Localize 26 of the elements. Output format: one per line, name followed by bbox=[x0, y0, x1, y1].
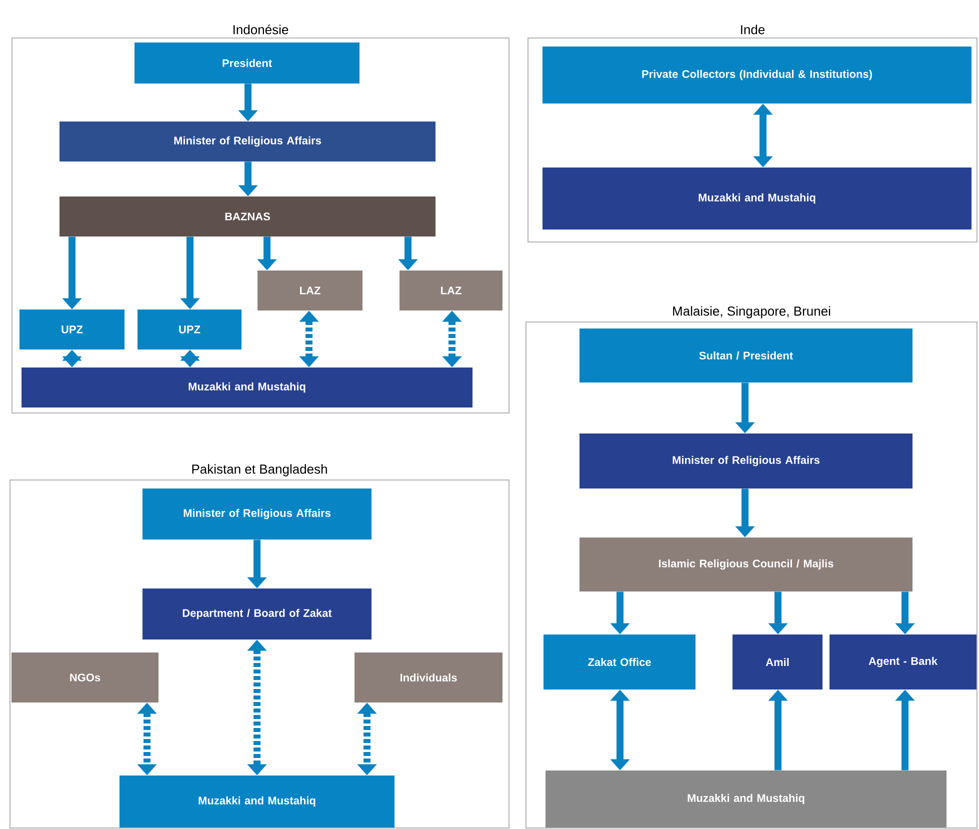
org-box: Muzakki and Mustahiq bbox=[546, 770, 946, 828]
org-box: Muzakki and Mustahiq bbox=[542, 168, 972, 230]
org-box: Muzakki and Mustahiq bbox=[120, 776, 394, 828]
node-label: Malaisie, Singapore, Brunei bbox=[673, 306, 830, 318]
org-box: Private Collectors (Individual & Institutions) bbox=[542, 46, 972, 104]
org-box: Muzakki and Mustahiq bbox=[22, 368, 472, 408]
org-box: Agent - Bank bbox=[830, 634, 976, 690]
org-box: Sultan / President bbox=[580, 328, 912, 382]
org-box: Individuals bbox=[354, 652, 502, 702]
node-label: Pakistan et Bangladesh bbox=[192, 464, 327, 476]
org-box: Zakat Office bbox=[544, 634, 696, 690]
node-label: Inde bbox=[741, 24, 765, 34]
node-label: Indonésie bbox=[234, 24, 288, 34]
org-box: BAZNAS bbox=[60, 196, 436, 236]
org-box: UPZ bbox=[20, 310, 124, 350]
org-box: Minister of Religious Affairs bbox=[142, 488, 372, 540]
org-box: Amil bbox=[732, 634, 822, 690]
org-box: Islamic Religious Council / Majlis bbox=[580, 538, 912, 592]
org-box: President bbox=[134, 42, 360, 84]
org-box: LAZ bbox=[400, 270, 502, 310]
org-box: NGOs bbox=[12, 652, 158, 702]
org-box: LAZ bbox=[258, 270, 362, 310]
org-box: Department / Board of Zakat bbox=[142, 588, 372, 640]
org-box: Minister of Religious Affairs bbox=[580, 434, 912, 488]
org-box: UPZ bbox=[138, 310, 242, 350]
org-box: Minister of Religious Affairs bbox=[60, 122, 436, 162]
